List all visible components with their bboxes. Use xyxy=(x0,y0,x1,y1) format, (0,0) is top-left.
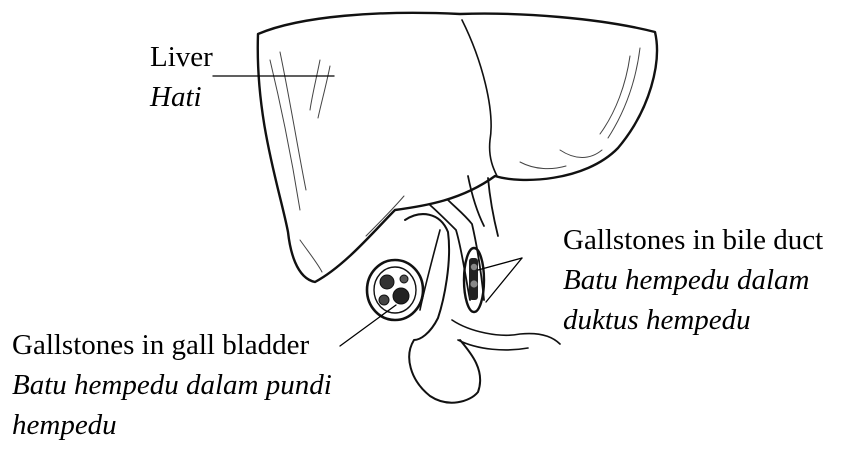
bile-duct-leader-line xyxy=(486,258,522,302)
gallstone xyxy=(470,280,477,287)
bile-duct-label: Gallstones in bile duct Batu hempedu dal… xyxy=(563,220,823,340)
liver-label-ms: Hati xyxy=(150,77,213,117)
liver-label-en: Liver xyxy=(150,37,213,77)
gallstone xyxy=(400,275,408,283)
gallstone xyxy=(380,275,394,289)
bile-duct-label-en: Gallstones in bile duct xyxy=(563,220,823,260)
gall-bladder-label: Gallstones in gall bladder Batu hempedu … xyxy=(12,325,332,445)
gallstone xyxy=(393,288,409,304)
gall-bladder-label-ms-1: Batu hempedu dalam pundi xyxy=(12,365,332,405)
gallstone xyxy=(471,264,477,270)
bile-duct-label-ms-2: duktus hempedu xyxy=(563,300,823,340)
liver-label: Liver Hati xyxy=(150,37,213,117)
gallstone xyxy=(379,295,389,305)
gall-bladder-label-ms-2: hempedu xyxy=(12,405,332,445)
bile-duct-label-ms-1: Batu hempedu dalam xyxy=(563,260,823,300)
gall-bladder-label-en: Gallstones in gall bladder xyxy=(12,325,332,365)
liver-lobe-line xyxy=(462,20,497,176)
bile-duct-leader-line xyxy=(478,258,522,270)
leader-lines xyxy=(213,76,522,346)
gall-bladder-leader-line xyxy=(340,305,396,346)
